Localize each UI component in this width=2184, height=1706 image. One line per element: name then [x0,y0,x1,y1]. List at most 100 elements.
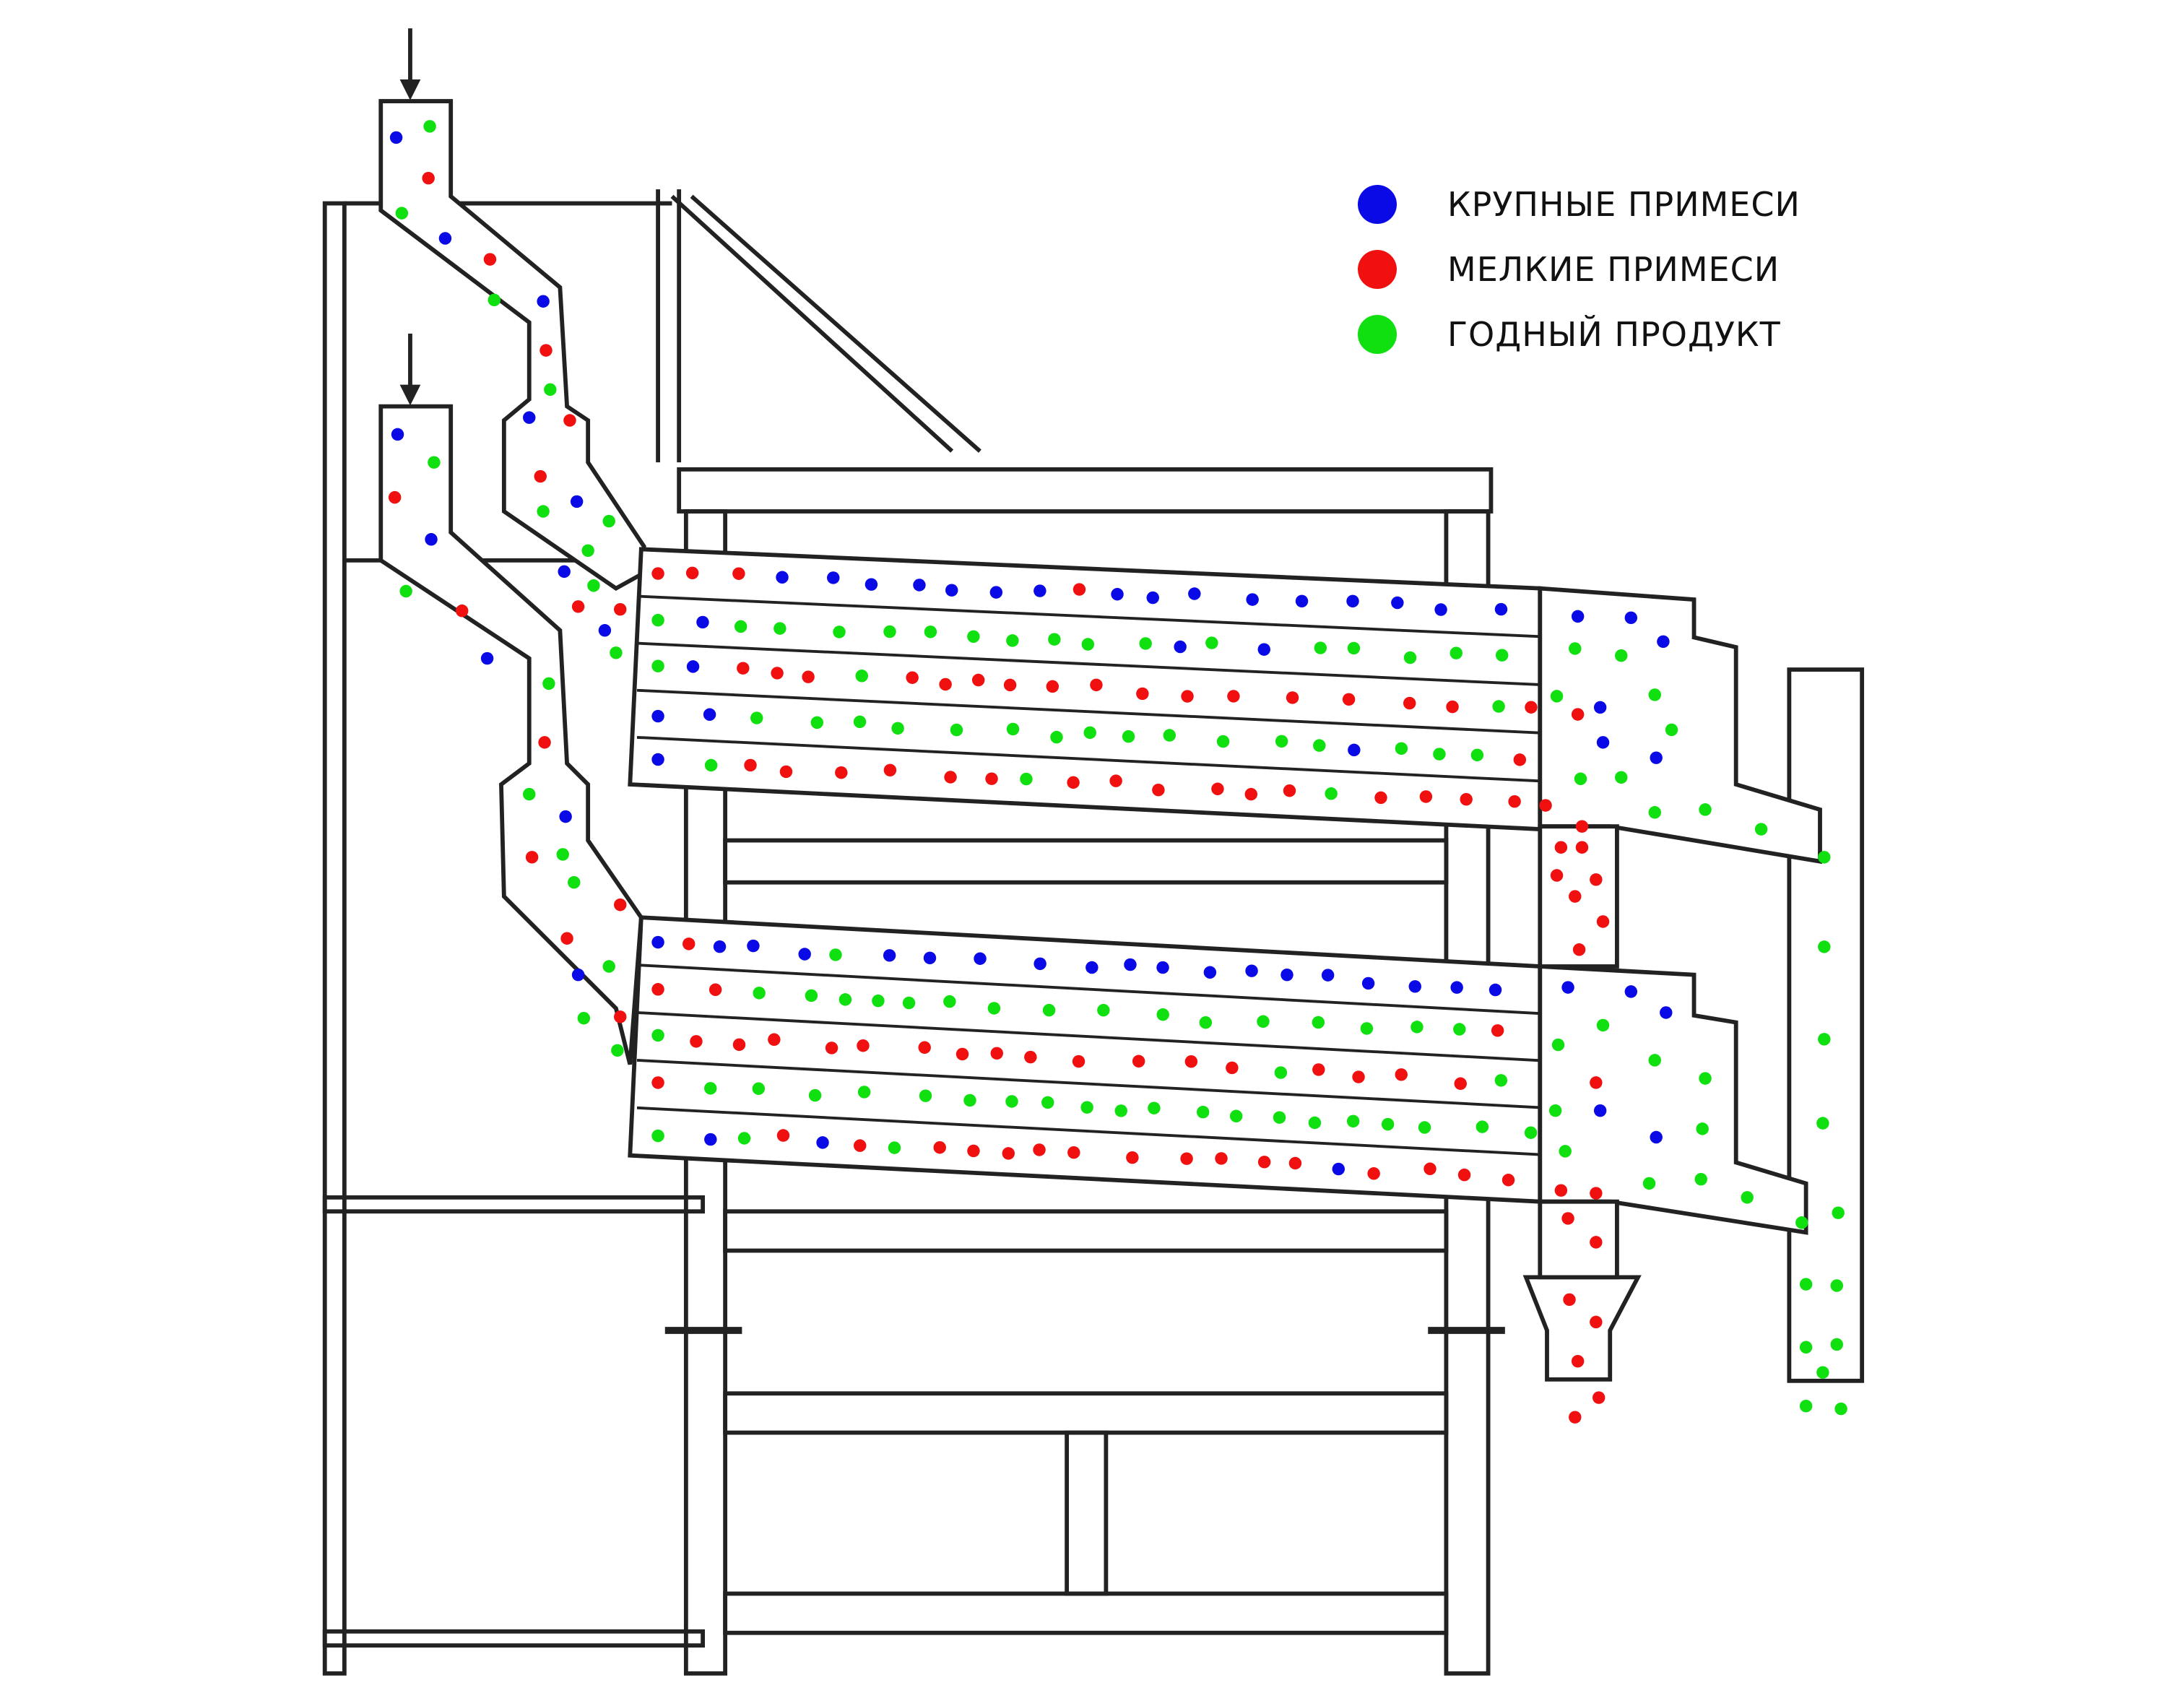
particle-dot [1288,1156,1302,1170]
particle-dot [1163,729,1176,742]
particle-dot [395,207,409,220]
sieve-deck-line [636,1106,1540,1156]
particle-dot [1124,958,1137,971]
particle-dot [1830,1338,1843,1351]
particle-dot [971,673,985,687]
particle-dot [651,659,664,672]
particle-dot [913,579,926,592]
particle-dot [1494,1074,1508,1087]
particle-dot [1146,591,1159,605]
particle-dot [1111,588,1124,601]
green-dot-icon [1358,315,1397,354]
particle-dot [1648,688,1661,701]
particle-dot [853,715,867,729]
particle-dot [1590,1236,1603,1249]
particle-dot [1312,1016,1325,1029]
particle-dot [805,989,818,1003]
particle-dot [1569,642,1582,655]
particle-dot [1005,1095,1018,1108]
particle-dot [704,1133,717,1146]
particle-dot [1295,594,1309,608]
particle-dot [1650,751,1663,764]
particle-dot [570,495,584,508]
particle-dot [1492,700,1505,713]
particle-dot [1215,1152,1228,1165]
particle-dot [598,624,612,637]
particle-dot [1148,1101,1161,1114]
particle-dot [1596,736,1610,749]
sieve-deck-line [636,688,1540,735]
particle-dot [1097,1003,1110,1017]
particle-dot [1244,787,1258,801]
particle-dot [1273,1111,1286,1124]
particle-dot [974,952,987,965]
particle-dot [833,625,846,638]
particle-dot [1381,1117,1395,1131]
particle-dot [1042,1003,1056,1017]
particle-dot [737,1132,751,1145]
particle-dot [1574,772,1587,785]
particle-dot [1072,1055,1086,1068]
particle-dot [1227,690,1240,703]
lower-sieve-box [628,915,1543,1204]
particle-dot [1525,701,1538,714]
particle-dot [1569,1411,1582,1424]
particle-dot [855,670,868,683]
particle-dot [1590,1076,1603,1089]
particle-dot [1615,771,1628,784]
particle-dot [525,851,539,864]
particle-dot [1245,964,1258,977]
legend: КРУПНЫЕ ПРИМЕСИ МЕЛКИЕ ПРИМЕСИ ГОДНЫЙ ПР… [1358,172,1800,367]
particle-dot [560,932,573,945]
particle-dot [816,1136,829,1149]
particle-dot [534,469,547,483]
sieve-boxes [628,547,1822,1280]
lower-feed-chute [378,404,644,1065]
bottom-platform [322,1629,706,1648]
particle-dot [1403,651,1417,664]
particle-dot [1314,641,1327,654]
particle-dot [1312,1063,1325,1076]
particle-dot [1348,743,1361,757]
lower-discharge [1538,964,1808,1235]
particle-dot [1246,593,1259,606]
particle-dot [1457,1168,1471,1182]
sieve-deck-line [636,641,1540,686]
particle-dot [581,544,594,558]
particle-dot [708,983,722,996]
particle-dot [690,1035,703,1048]
particle-dot [1795,1216,1808,1229]
particle-dot [919,1089,932,1102]
particle-dot [1648,1054,1661,1067]
particle-dot [1274,1066,1288,1079]
particle-dot [1139,637,1152,650]
particle-dot [888,1141,901,1154]
particle-dot [703,708,716,721]
particle-dot [651,983,664,996]
particle-dot [568,875,581,889]
feed-chutes [378,28,646,1065]
particle-dot [1450,646,1462,659]
particle-dot [1590,1187,1603,1200]
particle-dot [1325,787,1338,800]
legend-label: ГОДНЫЙ ПРОДУКТ [1447,315,1781,354]
particle-dot [808,1088,822,1102]
particle-dot [614,1010,627,1023]
particle-dot [1550,690,1564,703]
particle-dot [1539,799,1552,812]
particle-dot [1551,1038,1565,1052]
particle-dot [1590,873,1603,886]
particle-dot [802,670,815,683]
particle-dot [1395,742,1408,755]
particle-dot [771,667,784,680]
particle-dot [1156,1008,1169,1021]
particle-dot [1665,723,1678,737]
particle-dot [1754,823,1768,836]
particle-dot [651,753,664,766]
particle-dot [1395,1068,1408,1081]
particle-dot [967,630,980,644]
particle-dot [523,787,536,801]
particle-dot [768,1033,781,1047]
particle-dot [1003,678,1017,692]
particle-dot [774,622,786,635]
